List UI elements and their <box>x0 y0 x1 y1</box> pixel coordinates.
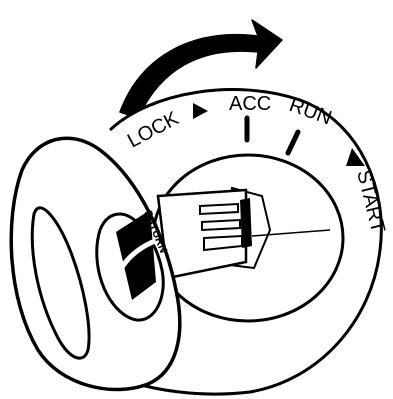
label-acc: ACC <box>229 93 271 115</box>
